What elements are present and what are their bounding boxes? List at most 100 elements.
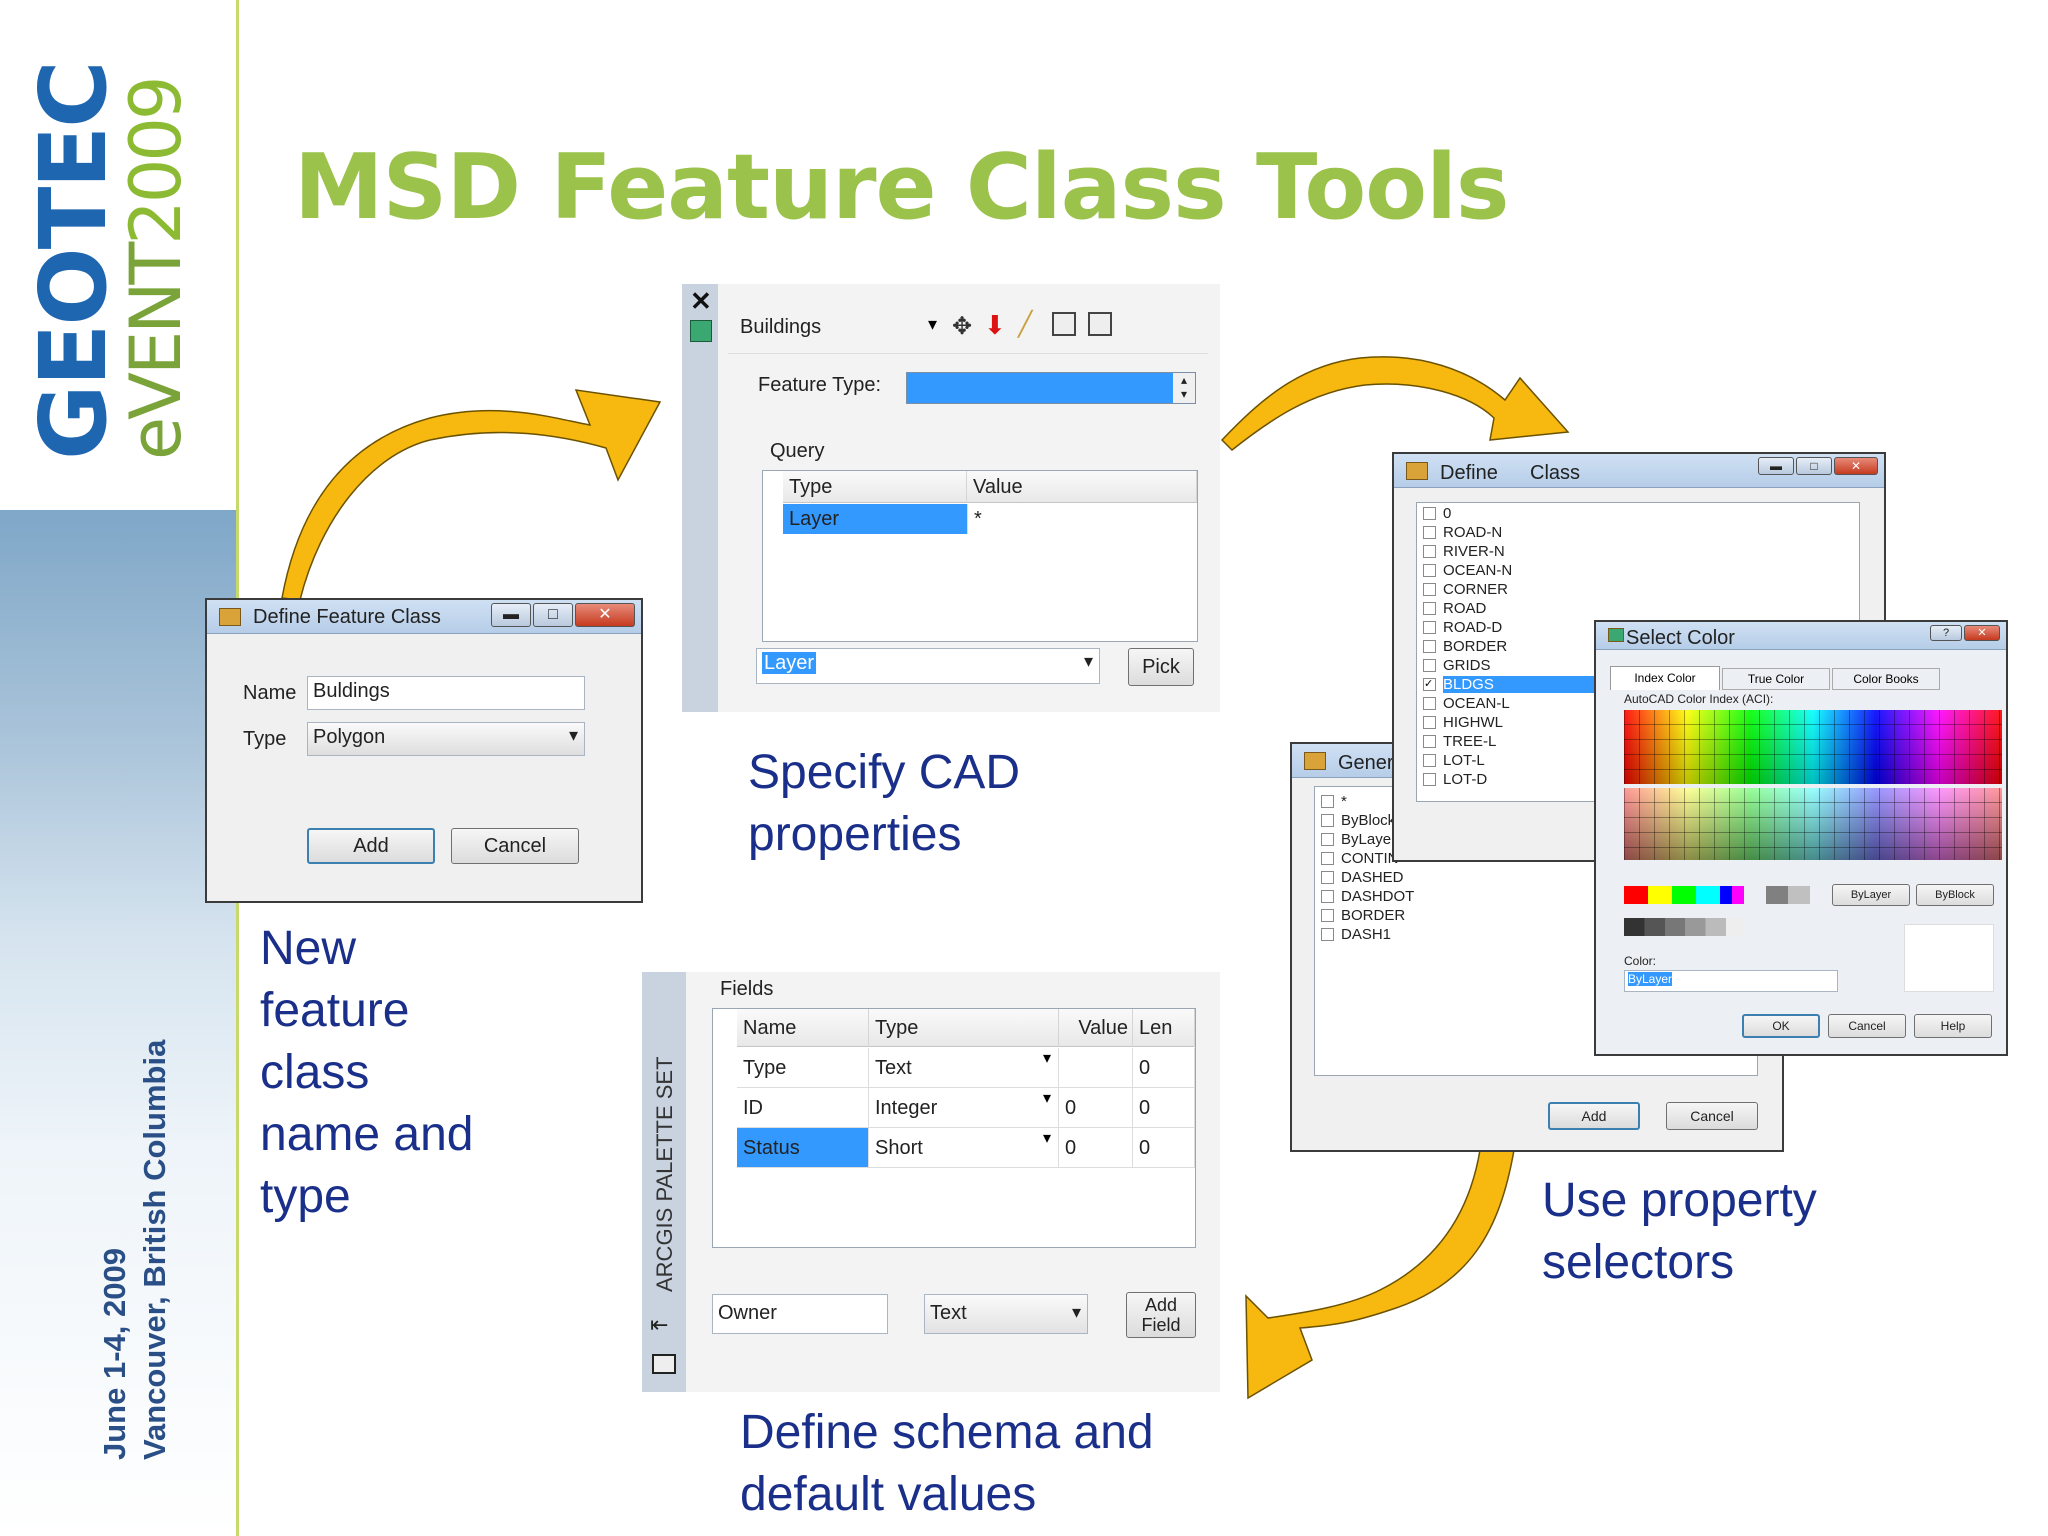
tab-index-color[interactable]: Index Color [1610,666,1720,690]
aci-palette-top[interactable] [1624,710,2002,784]
table-cell-name[interactable]: Type [737,1048,869,1088]
byblock-button[interactable]: ByBlock [1916,884,1994,906]
list-item[interactable]: CONTIN [1341,850,1399,867]
list-item[interactable]: ROAD [1443,600,1487,617]
new-field-name-input[interactable]: Owner [712,1294,888,1334]
table-cell-type[interactable]: Integer [869,1088,1059,1128]
list-item[interactable]: ByBlock [1341,812,1396,829]
table-cell-type[interactable]: Short [869,1128,1059,1168]
query-row-type[interactable]: Layer [783,504,967,534]
table-cell-len[interactable]: 0 [1133,1088,1195,1128]
feature-type-spin[interactable]: ▴▾ [906,372,1196,404]
add-field-button[interactable]: Add Field [1126,1292,1196,1338]
list-checkbox[interactable] [1321,833,1334,846]
list-item[interactable]: OCEAN-N [1443,562,1513,579]
list-checkbox[interactable] [1423,640,1436,653]
table-cell-value[interactable] [1059,1048,1133,1088]
bylayer-button[interactable]: ByLayer [1832,884,1910,906]
list-checkbox[interactable] [1423,545,1436,558]
type-select[interactable]: Polygon [307,722,585,756]
maximize-button[interactable]: □ [533,603,573,627]
list-checkbox[interactable] [1423,507,1436,520]
palette-menu-icon[interactable] [652,1354,676,1374]
list-checkbox[interactable]: ✓ [1423,678,1436,691]
list-item[interactable]: 0 [1443,505,1452,522]
cancel-button[interactable]: Cancel [451,828,579,864]
layer-maximize-button[interactable]: □ [1796,457,1832,475]
list-checkbox[interactable] [1321,852,1334,865]
list-item[interactable]: DASHDOT [1341,888,1415,905]
list-item[interactable]: ROAD-D [1443,619,1503,636]
properties-icon[interactable] [1052,312,1076,336]
color-input[interactable]: ByLayer [1624,970,1838,992]
color-cancel-button[interactable]: Cancel [1828,1014,1906,1038]
color-help-btn[interactable]: Help [1914,1014,1992,1038]
gray-colors-b[interactable] [1624,918,1744,936]
layer-minimize-button[interactable]: ▬ [1758,457,1794,475]
move-icon[interactable]: ✥ [952,313,973,340]
list-item[interactable]: DASHED [1341,869,1404,886]
color-help-button[interactable]: ? [1930,625,1962,641]
table-cell-name[interactable]: Status [737,1128,869,1168]
down-arrow-icon[interactable]: ⬇ [984,310,1006,340]
list-checkbox[interactable] [1423,621,1436,634]
list-checkbox[interactable] [1423,716,1436,729]
close-icon[interactable]: ✕ [690,286,712,316]
col-type-header[interactable]: Type [869,1009,1059,1047]
list-item[interactable]: OCEAN-L [1443,695,1510,712]
dropdown-arrow-icon[interactable]: ▾ [1042,1130,1051,1147]
list-item[interactable]: RIVER-N [1443,543,1505,560]
list-checkbox[interactable] [1423,602,1436,615]
tab-color-books[interactable]: Color Books [1832,668,1940,690]
select-icon[interactable] [1088,312,1112,336]
list-checkbox[interactable] [1423,735,1436,748]
dropdown-arrow-icon[interactable]: ▾ [1042,1090,1051,1107]
spin-up-icon[interactable]: ▴▾ [1173,373,1195,403]
list-item[interactable]: ROAD-N [1443,524,1503,541]
pencil-icon[interactable]: ╱ [1018,311,1033,338]
tab-true-color[interactable]: True Color [1722,668,1830,690]
aci-palette-bottom[interactable] [1624,788,2002,860]
list-item[interactable]: BORDER [1443,638,1508,655]
list-checkbox[interactable] [1321,795,1334,808]
pick-button[interactable]: Pick [1128,648,1194,686]
query-row-value[interactable]: * [967,504,1197,534]
list-item[interactable]: CORNER [1443,581,1509,598]
query-picker-select[interactable]: Layer [756,648,1100,684]
list-checkbox[interactable] [1321,890,1334,903]
list-checkbox[interactable] [1321,871,1334,884]
list-checkbox[interactable] [1423,564,1436,577]
list-checkbox[interactable] [1321,909,1334,922]
list-item[interactable]: LOT-L [1443,752,1485,769]
generic-cancel-button[interactable]: Cancel [1666,1102,1758,1130]
col-len-header[interactable]: Len [1133,1009,1195,1047]
list-checkbox[interactable] [1321,928,1334,941]
dropdown-arrow-icon[interactable]: ▾ [1042,1050,1051,1067]
col-value-header[interactable]: Value [1059,1009,1133,1047]
list-checkbox[interactable] [1423,773,1436,786]
list-item[interactable]: TREE-L [1443,733,1497,750]
table-cell-type[interactable]: Text [869,1048,1059,1088]
minimize-button[interactable]: ▬ [491,603,531,627]
color-close-button[interactable]: ✕ [1964,625,2000,641]
list-checkbox[interactable] [1321,814,1334,827]
col-type-header[interactable]: Type [783,471,967,503]
gray-colors-a[interactable] [1766,886,1810,904]
table-cell-name[interactable]: ID [737,1088,869,1128]
standard-colors[interactable] [1624,886,1744,904]
list-checkbox[interactable] [1423,659,1436,672]
layer-combo[interactable]: Buildings [740,316,822,338]
list-checkbox[interactable] [1423,526,1436,539]
dropdown-arrow-icon[interactable]: ▾ [928,314,938,334]
auto-hide-icon[interactable]: ⇤ [650,1312,669,1337]
list-item[interactable]: LOT-D [1443,771,1488,788]
table-cell-len[interactable]: 0 [1133,1128,1195,1168]
list-checkbox[interactable] [1423,583,1436,596]
list-item[interactable]: BORDER [1341,907,1406,924]
list-item[interactable]: * [1341,793,1347,810]
layer-close-button[interactable]: ✕ [1834,457,1878,475]
list-item[interactable]: GRIDS [1443,657,1491,674]
